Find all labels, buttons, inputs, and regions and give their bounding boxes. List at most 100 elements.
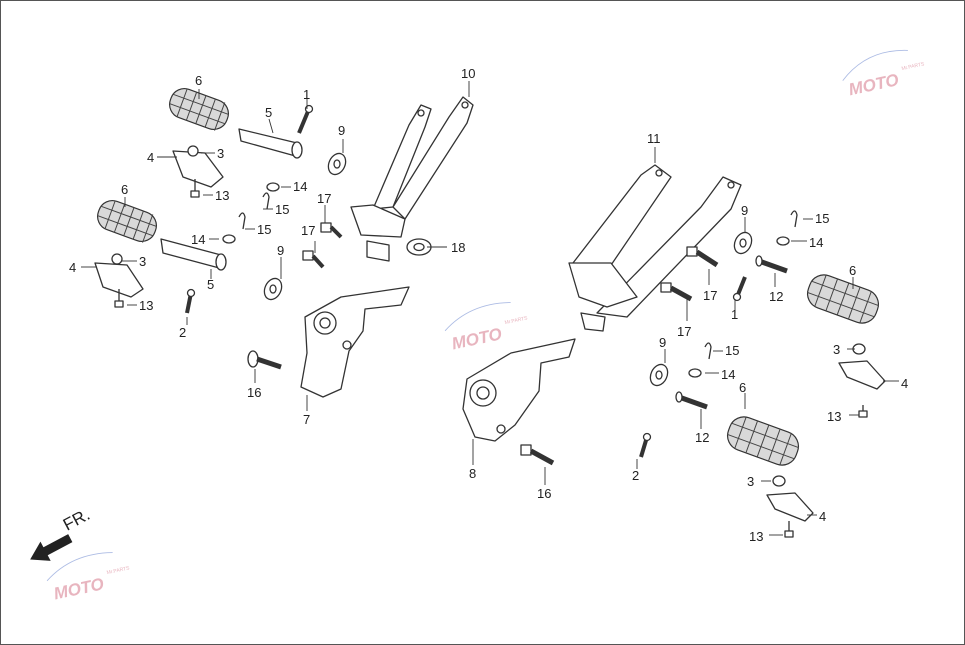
callout-14: 14 — [809, 235, 823, 250]
callout-16: 16 — [247, 385, 261, 400]
callout-10: 10 — [461, 66, 475, 81]
callout-4: 4 — [69, 260, 76, 275]
bolt-13-left-upper — [190, 179, 200, 198]
callout-3: 3 — [139, 254, 146, 269]
front-direction-arrow-icon — [30, 534, 73, 561]
callout-13: 13 — [139, 298, 153, 313]
washer-14-right-lower — [688, 368, 702, 378]
footpeg-bar-left-lower — [160, 238, 227, 271]
callout-11: 11 — [647, 131, 661, 146]
footpeg-plate-left-upper — [172, 145, 224, 188]
callout-7: 7 — [303, 412, 310, 427]
callout-15: 15 — [815, 211, 829, 226]
callout-4: 4 — [147, 150, 154, 165]
callout-14: 14 — [293, 179, 307, 194]
callout-15: 15 — [275, 202, 289, 217]
clip-15-left-upper — [262, 192, 270, 210]
svg-text:MOTO: MOTO — [450, 324, 504, 353]
callout-14: 14 — [191, 232, 205, 247]
callout-12: 12 — [695, 430, 709, 445]
callout-2: 2 — [632, 468, 639, 483]
callout-4: 4 — [901, 376, 908, 391]
callout-3: 3 — [217, 146, 224, 161]
footpeg-rubber-right-lower — [726, 416, 800, 466]
callout-17: 17 — [677, 324, 691, 339]
pin-12-right-upper — [755, 255, 788, 274]
bolt-17-left-lower — [302, 250, 325, 269]
washer-9-right-upper — [733, 231, 753, 255]
callout-9: 9 — [659, 335, 666, 350]
clip-15-left-lower — [238, 212, 246, 230]
footpeg-plate-right-lower — [766, 475, 814, 522]
callout-6: 6 — [121, 182, 128, 197]
callout-9: 9 — [741, 203, 748, 218]
callout-9: 9 — [338, 123, 345, 138]
clip-15-right-lower — [704, 342, 712, 360]
bolt-17-left-upper — [320, 222, 343, 239]
callout-1: 1 — [731, 307, 738, 322]
svg-text:MOTO: MOTO — [847, 70, 901, 99]
bracket-11-right — [568, 164, 742, 332]
bolt-17-right-upper — [686, 246, 719, 268]
watermark-logo-center: MOTO Mr.PARTS — [444, 302, 529, 353]
callout-6: 6 — [849, 263, 856, 278]
washer-9-right-lower — [649, 363, 669, 387]
pin-12-right-lower — [675, 391, 708, 410]
washer-9-left-lower — [263, 277, 283, 301]
svg-text:Mr.PARTS: Mr.PARTS — [504, 315, 529, 326]
washer-14-left-lower — [222, 234, 236, 244]
pin-2-right — [639, 432, 652, 458]
bolt-17-right-lower — [660, 282, 693, 302]
callout-8: 8 — [469, 466, 476, 481]
callout-17: 17 — [301, 223, 315, 238]
footpeg-rubber-left-lower — [96, 199, 158, 243]
bushing-18 — [406, 238, 432, 256]
bolt-13-right-lower — [784, 521, 794, 538]
callout-17: 17 — [703, 288, 717, 303]
footpeg-rubber-left-upper — [168, 87, 230, 131]
washer-14-left-upper — [266, 182, 280, 192]
callout-4: 4 — [819, 509, 826, 524]
callout-3: 3 — [833, 342, 840, 357]
callout-labels: 6 5 1 9 10 4 3 13 14 15 6 14 15 17 17 18… — [69, 66, 908, 544]
pin-2-left — [185, 288, 196, 314]
footpeg-plate-right-upper — [838, 343, 886, 390]
bolt-13-left-lower — [114, 289, 124, 308]
bolt-16-left — [247, 350, 282, 370]
washer-14-right-upper — [776, 236, 790, 246]
callout-2: 2 — [179, 325, 186, 340]
callout-6: 6 — [195, 73, 202, 88]
svg-text:MOTO: MOTO — [52, 574, 106, 603]
bolt-13-right-upper — [858, 405, 868, 418]
callout-17: 17 — [317, 191, 331, 206]
washer-9-left-upper — [327, 152, 347, 176]
callout-12: 12 — [769, 289, 783, 304]
watermark-logo-top-right: MOTO Mr.PARTS — [842, 49, 926, 99]
svg-text:Mr.PARTS: Mr.PARTS — [106, 565, 131, 576]
footpeg-bar-left-upper — [238, 128, 303, 159]
callout-13: 13 — [827, 409, 841, 424]
watermark-logo-bottom-left: MOTO Mr.PARTS — [46, 552, 131, 603]
bracket-10-left — [350, 96, 474, 262]
callout-6: 6 — [739, 380, 746, 395]
callout-14: 14 — [721, 367, 735, 382]
bracket-8-right — [462, 338, 576, 442]
clip-15-right-upper — [790, 210, 798, 228]
svg-text:Mr.PARTS: Mr.PARTS — [901, 61, 926, 72]
leader-lines — [81, 81, 899, 536]
callout-16: 16 — [537, 486, 551, 501]
footpeg-rubber-right-upper — [806, 274, 880, 324]
direction-label: FR. — [60, 505, 93, 535]
callout-9: 9 — [277, 243, 284, 258]
callout-13: 13 — [215, 188, 229, 203]
bolt-16-right — [520, 444, 555, 466]
footpeg-plate-left-lower — [94, 253, 144, 298]
callout-18: 18 — [451, 240, 465, 255]
callout-15: 15 — [725, 343, 739, 358]
callout-13: 13 — [749, 529, 763, 544]
callout-5: 5 — [207, 277, 214, 292]
callout-3: 3 — [747, 474, 754, 489]
callout-5: 5 — [265, 105, 272, 120]
bracket-7-left — [300, 286, 410, 398]
